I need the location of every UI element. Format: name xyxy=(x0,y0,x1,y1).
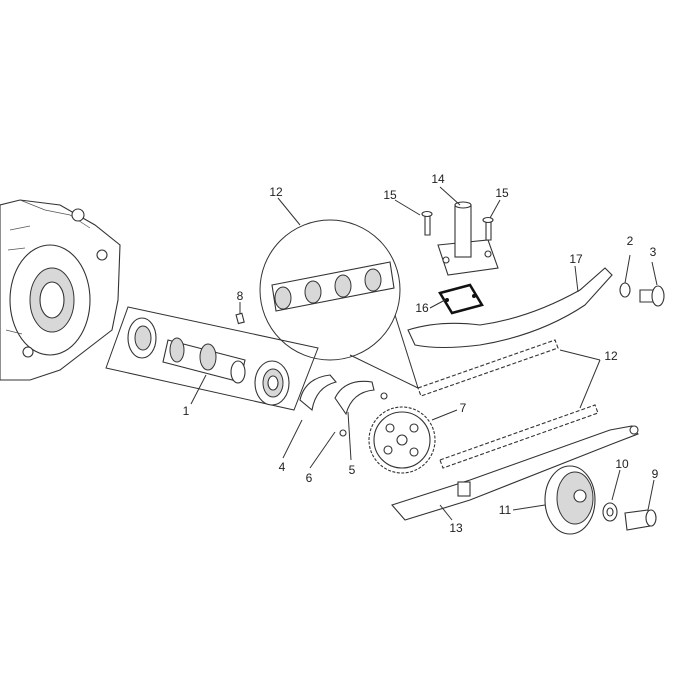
chain-guide-upper xyxy=(407,267,613,349)
callout-2: 2 xyxy=(627,234,634,248)
callout-17: 17 xyxy=(569,252,583,266)
chain-guide-lower xyxy=(391,425,639,521)
callout-7: 7 xyxy=(460,401,467,415)
callout-11: 11 xyxy=(499,503,512,517)
callout-8: 8 xyxy=(237,289,244,303)
pin-part-8 xyxy=(235,312,245,325)
leader-lines xyxy=(190,186,658,521)
camshaft-assembly xyxy=(105,306,319,411)
callout-4: 4 xyxy=(279,460,286,474)
callout-1: 1 xyxy=(183,404,190,418)
callout-6: 6 xyxy=(306,471,313,485)
callout-9: 9 xyxy=(652,467,659,481)
callout-5: 5 xyxy=(349,463,356,477)
callout-12-magnifier: 12 xyxy=(269,185,283,199)
callout-15-left: 15 xyxy=(383,188,397,202)
callout-10: 10 xyxy=(615,457,629,471)
cam-sprocket xyxy=(368,406,436,474)
engine-case xyxy=(0,199,121,381)
callout-12-chain: 12 xyxy=(604,349,618,363)
callout-13: 13 xyxy=(449,521,463,535)
tensioner-body xyxy=(421,201,499,276)
thrust-plates xyxy=(299,374,388,437)
timing-chain xyxy=(417,339,599,469)
washer-and-bolt xyxy=(602,502,657,531)
chain-detail-magnifier xyxy=(259,219,419,389)
tensioner-wheel xyxy=(544,465,596,535)
callout-14: 14 xyxy=(431,172,445,186)
callout-15-right: 15 xyxy=(495,186,509,200)
tensioner-gasket xyxy=(438,283,484,315)
callout-3: 3 xyxy=(650,245,657,259)
callout-16: 16 xyxy=(415,301,429,315)
oring-and-screw xyxy=(619,282,665,307)
callout-labels: 1 2 3 4 5 6 7 8 9 10 11 12 12 13 14 15 1… xyxy=(183,172,659,535)
